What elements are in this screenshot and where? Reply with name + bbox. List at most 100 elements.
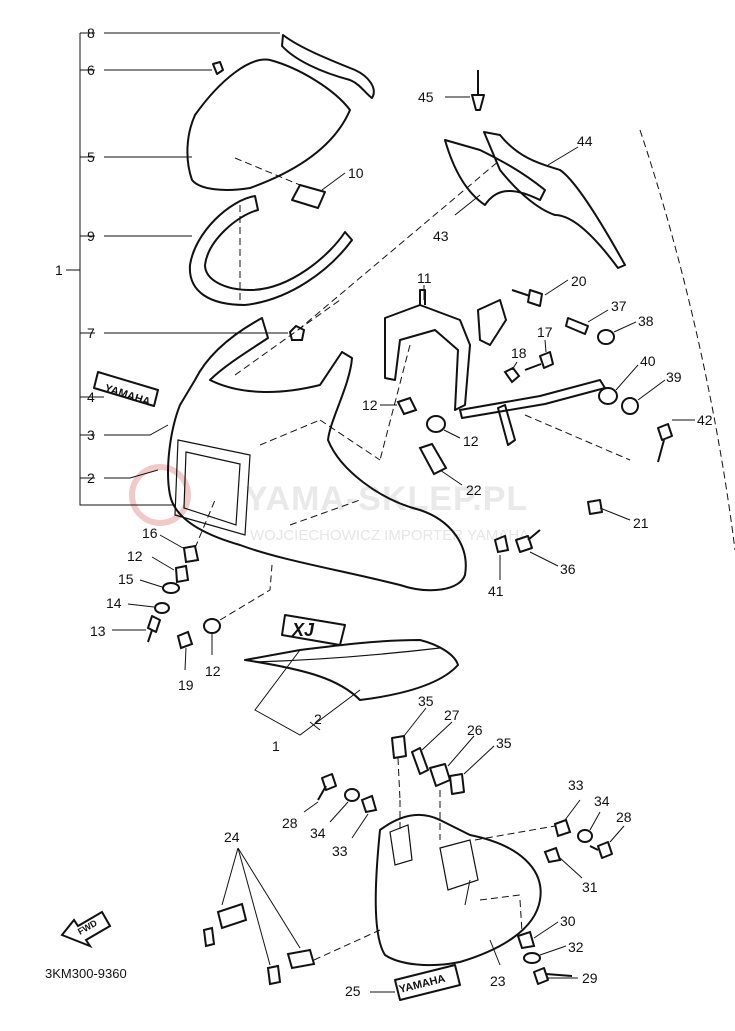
- callout-21: 21: [633, 515, 649, 531]
- forward-arrow: FWD: [60, 910, 112, 949]
- washer-15: [139, 579, 180, 594]
- callout-45: 45: [418, 89, 434, 105]
- bracket-26: [429, 735, 475, 787]
- callout-44: 44: [577, 133, 593, 149]
- bracket-27: [411, 721, 453, 775]
- nut-33-right: [474, 799, 581, 841]
- main-fairing: [104, 299, 467, 592]
- callout-5: 5: [87, 149, 95, 165]
- callout-18: 18: [511, 345, 527, 361]
- tabs-24: [202, 847, 381, 986]
- callout-19: 19: [178, 677, 194, 693]
- callout-24: 24: [224, 829, 240, 845]
- callout-1: 1: [55, 262, 63, 278]
- clip-35-left: [391, 707, 427, 801]
- callout-1-lower: 1: [272, 738, 280, 754]
- callout-43: 43: [433, 228, 449, 244]
- callout-33-a: 33: [332, 843, 348, 859]
- spacer-22: [418, 442, 463, 486]
- group-1-bracket: [66, 32, 175, 506]
- nut-41: [493, 534, 510, 580]
- callout-16: 16: [142, 525, 158, 541]
- callout-12-b: 12: [463, 433, 479, 449]
- damper-39: [524, 379, 666, 461]
- nut-18: [503, 361, 521, 384]
- windscreen: [104, 58, 351, 191]
- callout-3: 3: [87, 427, 95, 443]
- callout-35-b: 35: [496, 735, 512, 751]
- callout-9: 9: [87, 228, 95, 244]
- callout-39: 39: [666, 369, 682, 385]
- bolt-29: [533, 967, 578, 985]
- grommet-12-mid-left: [380, 396, 418, 416]
- damper-40: [598, 364, 639, 405]
- clamp-21: [587, 499, 631, 521]
- callout-42: 42: [697, 412, 713, 428]
- callout-34-a: 34: [310, 825, 326, 841]
- clip-35-right: [449, 745, 495, 795]
- callout-labels: 8 6 5 9 1 7 4 3 2 10 11 45 43 44 20 37 3…: [55, 25, 713, 999]
- rivet-45: [445, 70, 485, 111]
- callout-36: 36: [560, 561, 576, 577]
- washer-34-left: [329, 788, 360, 823]
- drawing-code: 3KM300-9360: [45, 966, 127, 981]
- callout-17: 17: [537, 324, 553, 340]
- collar-19: [176, 630, 194, 671]
- callout-11: 11: [417, 270, 432, 286]
- callout-12-d: 12: [205, 663, 221, 679]
- bolt-42: [657, 419, 695, 463]
- callout-2: 2: [87, 470, 95, 486]
- callout-14: 14: [106, 595, 122, 611]
- callout-20: 20: [571, 273, 587, 289]
- callout-23: 23: [490, 973, 506, 989]
- callout-25: 25: [345, 983, 361, 999]
- bushing-16: [159, 499, 216, 564]
- washer-14: [127, 602, 170, 614]
- callout-38: 38: [638, 313, 654, 329]
- callout-28-a: 28: [282, 815, 298, 831]
- screw-6: [104, 61, 224, 75]
- callout-32: 32: [568, 939, 584, 955]
- xj-decal-text: XJ: [291, 620, 315, 640]
- callout-22: 22: [466, 482, 482, 498]
- watermark-brand: YAMA-SKLEP.PL: [245, 480, 528, 518]
- washer-38: [597, 321, 637, 345]
- callout-12-a: 12: [362, 397, 378, 413]
- callout-35-a: 35: [418, 693, 434, 709]
- callout-31: 31: [582, 879, 598, 895]
- bolt-37: [565, 309, 609, 335]
- lower-cowl: [374, 790, 542, 967]
- label-10: [291, 172, 346, 209]
- inner-panel-43: [444, 139, 546, 216]
- bolt-17: [524, 339, 554, 371]
- watermark: YAMA-SKLEP.PL WOJCIECHOWICZ IMPORTER YAM…: [129, 464, 529, 544]
- nut-33-left: [351, 794, 378, 839]
- callout-37: 37: [611, 298, 627, 314]
- bolt-28-right: [589, 825, 625, 859]
- callout-7: 7: [87, 325, 95, 341]
- washer-32: [523, 945, 567, 964]
- inner-frame-9: [104, 195, 353, 306]
- callout-28-b: 28: [616, 809, 632, 825]
- callout-41: 41: [488, 583, 504, 599]
- callout-29: 29: [582, 970, 598, 986]
- xj-decal: XJ: [281, 614, 346, 646]
- callout-10: 10: [348, 165, 364, 181]
- outline-curve: [639, 129, 735, 551]
- callout-40: 40: [640, 353, 656, 369]
- side-panel-2: [244, 639, 459, 736]
- callout-34-b: 34: [594, 793, 610, 809]
- callout-13: 13: [90, 623, 106, 639]
- callout-6: 6: [87, 62, 95, 78]
- grommet-12-mid-right: [426, 415, 461, 439]
- nut-30: [516, 899, 559, 950]
- bolt-20: [511, 279, 569, 307]
- yamaha-lower-text: YAMAHA: [398, 973, 447, 996]
- clip-31: [543, 846, 583, 879]
- callout-8: 8: [87, 25, 95, 41]
- callout-26: 26: [467, 722, 483, 738]
- callout-33-b: 33: [568, 777, 584, 793]
- washer-34-right: [577, 811, 601, 843]
- callout-15: 15: [118, 571, 134, 587]
